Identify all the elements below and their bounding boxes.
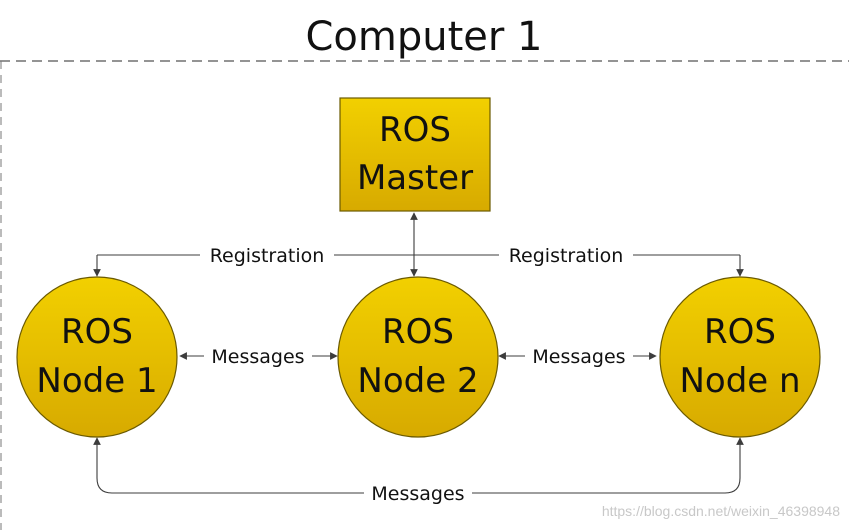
ros-master-box: ROS Master: [339, 97, 491, 212]
diagram-title: Computer 1: [305, 14, 542, 60]
registration-label-right: Registration: [509, 245, 624, 267]
ros-node-1: ROS Node 1: [16, 276, 178, 438]
messages-label-bottom: Messages: [371, 483, 464, 505]
ros-node-2-label-line1: ROS: [382, 312, 454, 352]
watermark-text: https://blog.csdn.net/weixin_46398948: [602, 503, 840, 519]
registration-label-left: Registration: [210, 245, 325, 267]
ros-master-label-line1: ROS: [379, 110, 451, 150]
ros-node-1-label-line2: Node 1: [36, 361, 157, 401]
messages-label-right: Messages: [532, 346, 625, 368]
ros-node-1-label-line1: ROS: [61, 312, 133, 352]
ros-node-n: ROS Node n: [659, 276, 821, 438]
messages-label-left: Messages: [211, 346, 304, 368]
ros-node-2: ROS Node 2: [337, 276, 499, 438]
ros-node-n-label-line1: ROS: [704, 312, 776, 352]
ros-node-n-label-line2: Node n: [679, 361, 800, 401]
ros-master-label-line2: Master: [357, 158, 473, 198]
ros-node-2-label-line2: Node 2: [357, 361, 478, 401]
